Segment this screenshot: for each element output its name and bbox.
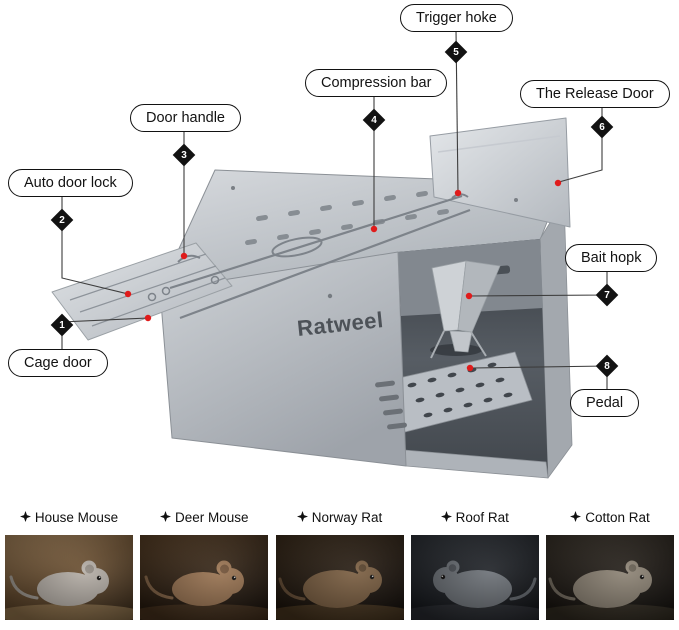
callout-label-door-handle: Door handle <box>130 104 241 132</box>
callout-marker-3: 3 <box>172 143 196 167</box>
cursor-star-icon <box>159 511 171 523</box>
callout-marker-1: 1 <box>50 313 74 337</box>
callout-marker-5: 5 <box>444 40 468 64</box>
rodent-label-row: House Mouse <box>19 506 119 528</box>
rivet <box>514 198 518 202</box>
callout-label-release-door: The Release Door <box>520 80 670 108</box>
callout-marker-7: 7 <box>595 283 619 307</box>
rodent-card: Cotton Rat <box>546 506 674 620</box>
cage-door-wires <box>69 253 226 327</box>
rat-illustration <box>275 560 404 620</box>
rodent-photo <box>5 535 133 620</box>
cursor-star-icon <box>296 511 308 523</box>
rodent-label-row: Roof Rat <box>440 506 509 528</box>
mouse-illustration <box>5 560 133 620</box>
rodent-label: Roof Rat <box>455 509 509 525</box>
callout-dots <box>124 179 562 372</box>
rodent-gallery: House Mouse Deer Mouse <box>0 506 679 620</box>
callout-number: 5 <box>453 46 459 58</box>
callout-label-pedal: Pedal <box>570 389 640 417</box>
callout-marker-4: 4 <box>362 108 386 132</box>
rodent-photo <box>546 535 674 620</box>
callout-number: 8 <box>604 360 610 372</box>
rat-illustration <box>410 560 539 620</box>
rodent-card: Norway Rat <box>275 506 404 620</box>
cursor-star-icon <box>570 511 582 523</box>
rodent-card: Roof Rat <box>410 506 539 620</box>
callout-number: 7 <box>604 289 610 301</box>
callout-dot-8 <box>466 364 474 372</box>
rodent-label: House Mouse <box>34 509 119 525</box>
door-mechanism <box>147 193 471 320</box>
rodent-label: Deer Mouse <box>174 509 249 525</box>
callout-dot-5 <box>454 189 462 197</box>
callout-number: 3 <box>181 149 187 161</box>
callout-label-auto-door-lock: Auto door lock <box>8 169 133 197</box>
callout-dot-6 <box>554 179 562 187</box>
rodent-card: House Mouse <box>5 506 133 620</box>
mouse-illustration <box>140 560 269 620</box>
callout-marker-2: 2 <box>50 208 74 232</box>
callout-number: 6 <box>599 121 605 133</box>
front-panel <box>159 251 407 467</box>
callout-number: 2 <box>59 214 65 226</box>
rivet <box>231 186 235 190</box>
callout-dot-7 <box>465 292 473 300</box>
rodent-card: Deer Mouse <box>140 506 269 620</box>
callout-dot-2 <box>124 290 132 298</box>
rivet <box>327 293 333 299</box>
release-door-bend <box>437 135 561 153</box>
rodent-label: Norway Rat <box>311 509 383 525</box>
bait-hopper <box>430 260 501 359</box>
callout-label-compression-bar: Compression bar <box>305 69 448 97</box>
rodent-photo <box>410 535 539 620</box>
callout-label-cage-door: Cage door <box>8 349 108 377</box>
callout-label-trigger-hoke: Trigger hoke <box>400 4 513 32</box>
callout-dot-1 <box>144 314 152 322</box>
rodent-label-row: Deer Mouse <box>159 506 249 528</box>
callout-dot-3 <box>180 252 188 260</box>
callout-dot-4 <box>370 225 378 233</box>
trap-body: Ratweel <box>51 117 573 479</box>
release-door-panel <box>429 117 571 228</box>
rodent-label: Cotton Rat <box>585 509 650 525</box>
callout-marker-6: 6 <box>590 115 614 139</box>
cursor-star-icon <box>440 511 452 523</box>
rodent-label-row: Norway Rat <box>296 506 383 528</box>
cursor-star-icon <box>19 511 31 523</box>
callout-number: 4 <box>371 114 377 126</box>
rat-illustration <box>546 560 674 620</box>
rodent-photo <box>140 535 269 620</box>
front-panel-vents <box>375 380 407 430</box>
callout-marker-8: 8 <box>595 354 619 378</box>
callout-label-bait-hopk: Bait hopk <box>565 244 658 272</box>
rodent-photo <box>275 535 404 620</box>
rodent-label-row: Cotton Rat <box>570 506 650 528</box>
callout-number: 1 <box>59 319 65 331</box>
